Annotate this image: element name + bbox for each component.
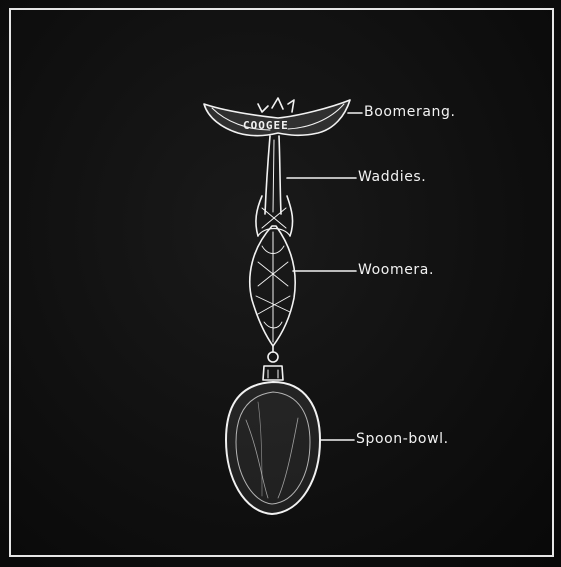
label-woomera: Woomera. xyxy=(358,262,434,278)
link-ring xyxy=(263,346,283,380)
label-boomerang: Boomerang. xyxy=(364,104,456,120)
woomera-shape xyxy=(250,226,295,346)
boomerang-inscription: COOGEE xyxy=(243,119,289,132)
spoon-bowl-shape xyxy=(226,382,320,514)
label-waddies: Waddies. xyxy=(358,169,426,185)
label-spoon-bowl: Spoon-bowl. xyxy=(356,431,449,447)
waddies-shape xyxy=(256,136,293,236)
